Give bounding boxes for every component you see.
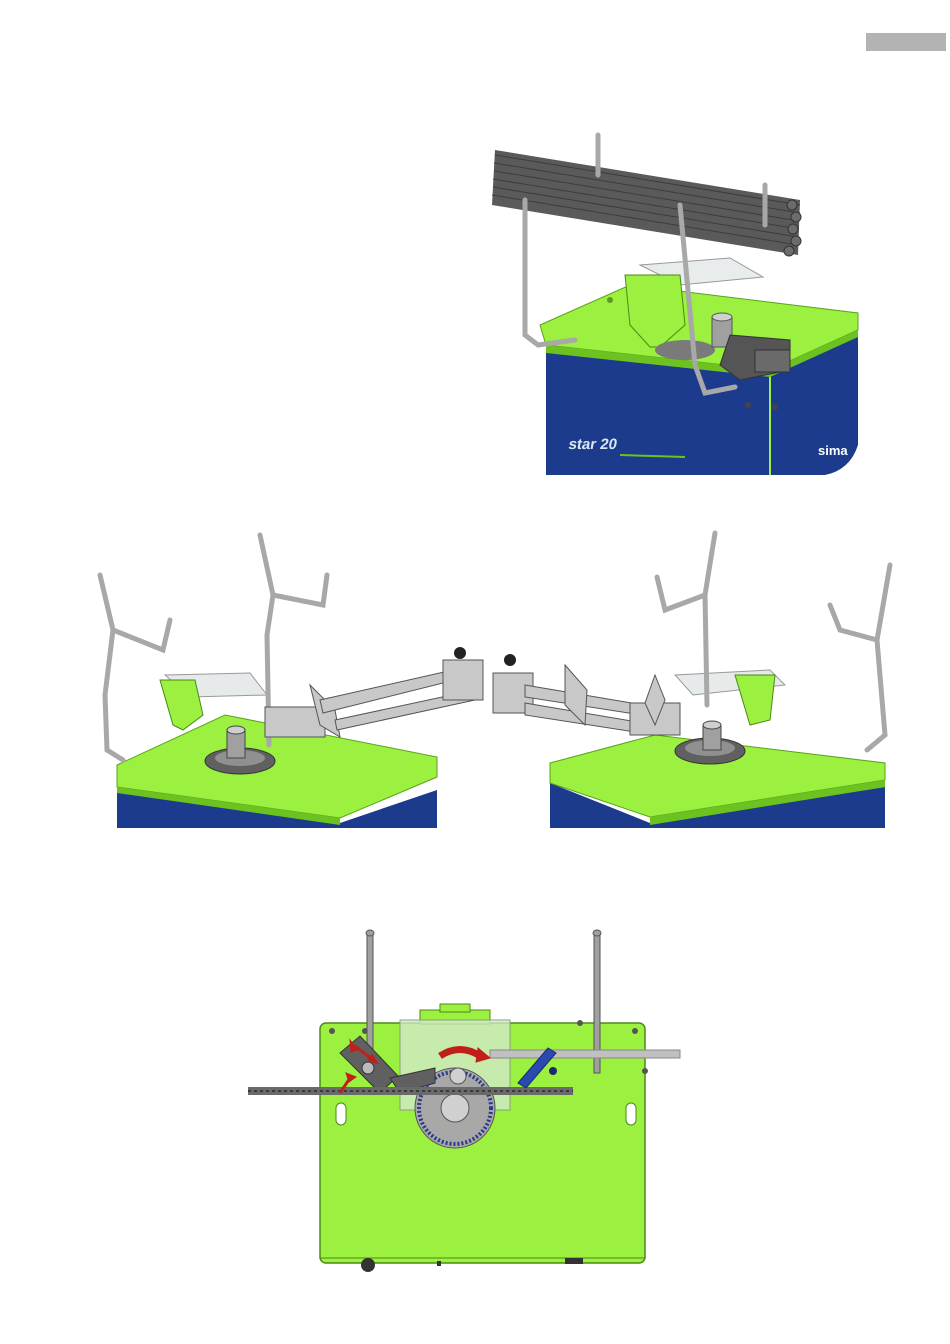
figure-top-rebar-rack: star 20 sima bbox=[480, 125, 865, 480]
brand-logo: sima bbox=[818, 443, 848, 458]
model-logo: star 20 bbox=[567, 436, 618, 453]
figure-bottom-top-view bbox=[240, 928, 690, 1278]
rebar-bundle bbox=[492, 150, 801, 256]
right-extension-arm bbox=[493, 665, 680, 735]
page-section-tab bbox=[866, 33, 946, 51]
rebar-top-view bbox=[248, 1087, 573, 1095]
figure-middle-extension-guides bbox=[95, 525, 895, 835]
left-extension-arm bbox=[265, 660, 483, 737]
